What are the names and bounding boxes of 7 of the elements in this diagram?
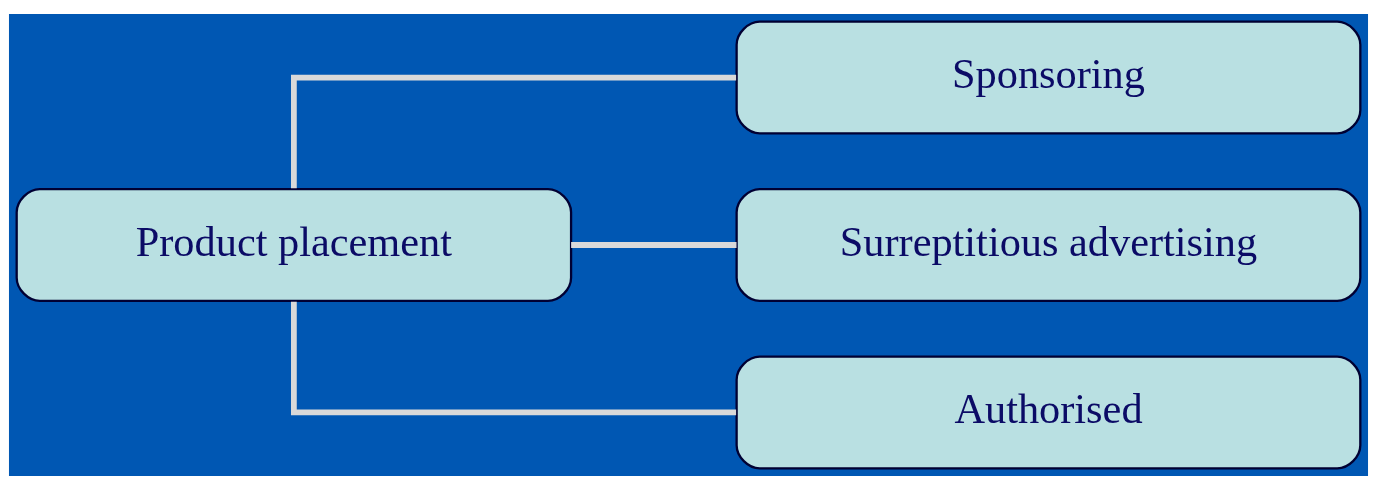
node-box: Authorised: [735, 355, 1362, 470]
connector: [291, 301, 737, 416]
connector: [571, 242, 737, 248]
node-box: Product placement: [15, 188, 573, 302]
connector: [291, 74, 737, 189]
node-box: Sponsoring: [735, 20, 1362, 135]
node-box: Surreptitious advertising: [735, 188, 1362, 302]
